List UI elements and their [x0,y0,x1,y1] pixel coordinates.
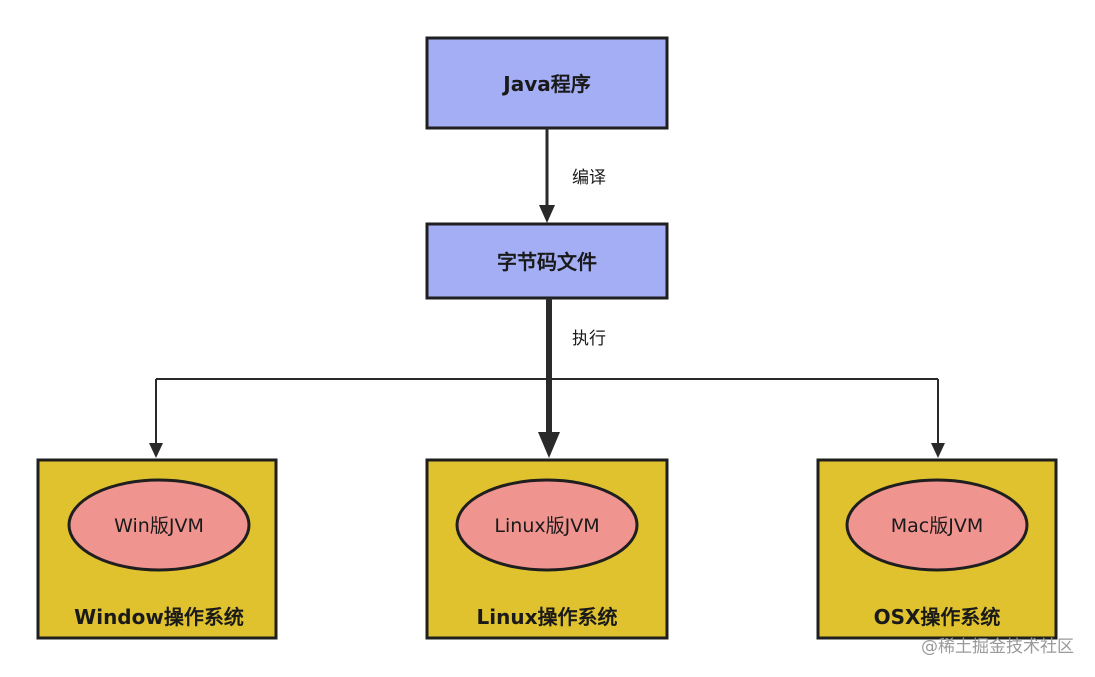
linux-jvm-label: Linux版JVM [494,515,599,537]
mac-jvm-ellipse [845,478,1029,572]
arrow-to-osx [931,443,945,458]
arrow-to-windows [149,443,163,458]
java-program-label: Java程序 [501,72,590,96]
windows-jvm-label: Win版JVM [114,515,204,537]
linux-os-node: Linux版JVM Linux操作系统 [425,458,669,640]
osx-os-node: Mac版JVM OSX操作系统 [816,458,1058,640]
linux-jvm-ellipse [455,478,639,572]
windows-os-label: Window操作系统 [74,605,244,629]
execute-label: 执行 [572,329,606,349]
mac-jvm-label: Mac版JVM [891,515,983,537]
execute-edge: 执行 [149,298,945,458]
watermark: @稀土掘金技术社区 [921,637,1074,657]
java-program-node: Java程序 [425,36,669,130]
windows-os-node: Win版JVM Window操作系统 [36,458,278,640]
compile-label: 编译 [572,168,606,188]
compile-edge: 编译 [539,128,606,223]
windows-jvm-ellipse [67,478,251,572]
bytecode-file-node: 字节码文件 [425,222,669,300]
osx-os-label: OSX操作系统 [874,605,1001,629]
bytecode-file-label: 字节码文件 [497,250,597,274]
linux-os-label: Linux操作系统 [477,605,618,629]
